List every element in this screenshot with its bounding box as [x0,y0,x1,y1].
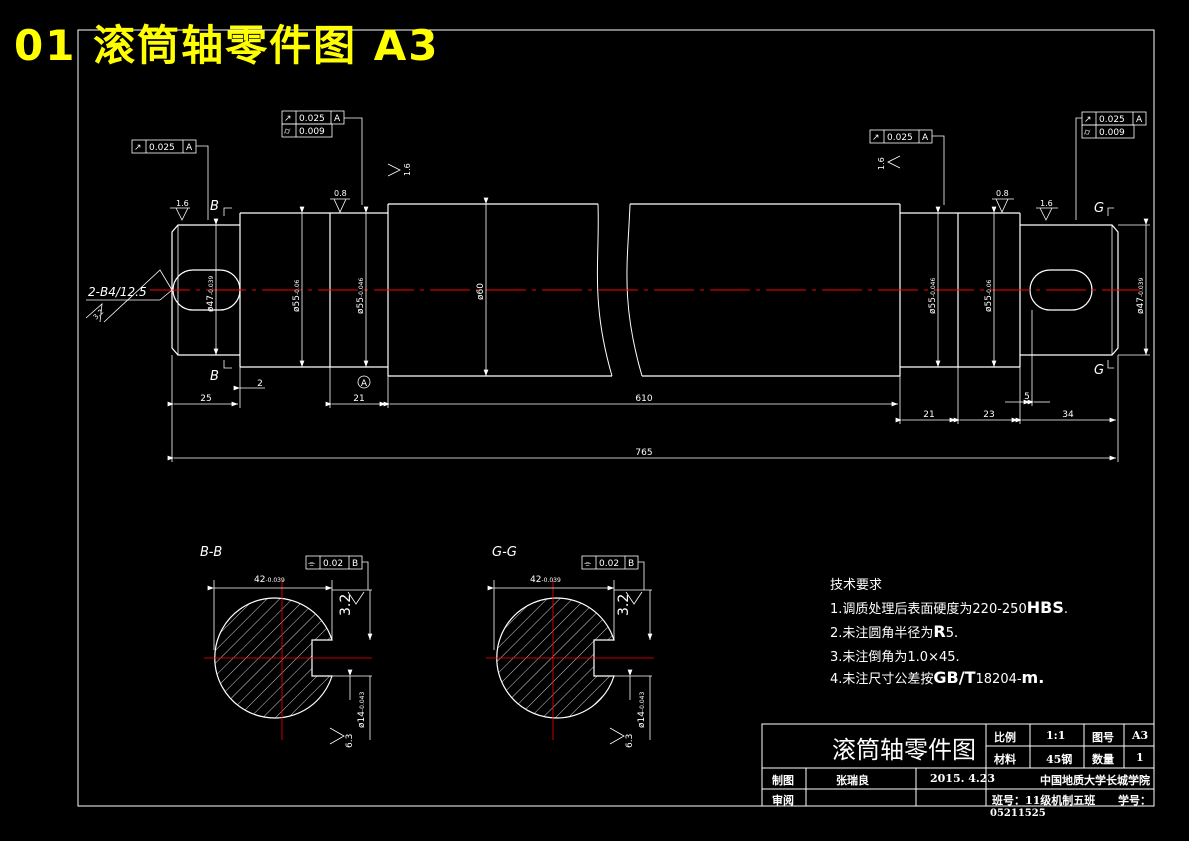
tb-scale-value: 1:1 [1046,729,1066,742]
svg-text:A: A [361,379,368,389]
tb-material-label: 材料 [994,753,1016,766]
symmetry-icon: ⌯ [584,559,592,569]
dim-34: 34 [1062,410,1074,420]
title-block [761,723,1155,807]
tb-part-name: 滚筒轴零件图 [832,736,976,764]
tb-drawn-name: 张瑞良 [836,774,869,787]
section-gg-sym-datum: B [628,559,634,569]
center-hole-label: 2-B4/12.5 [88,285,147,299]
tb-student-no-label: 学号： [1118,794,1151,807]
dim-phi47-left: ø47-0.039 [206,276,216,312]
cylindricity-icon: ⌭ [284,127,291,137]
datum-a-symbol: A [357,375,371,389]
tb-check-label: 审阅 [772,794,794,807]
roughness-1-6-left: 1.6 [176,199,189,208]
tech-req-2: 2.未注圆角半径为R5. [830,622,959,641]
section-gg-rough: 3.2 [616,594,632,616]
runout-left-datum: A [186,143,193,153]
runout-icon: ↗ [134,143,142,153]
runout-mid-left-value: 0.025 [299,114,325,124]
section-gg-key-dim: 42-0.039 [530,575,561,585]
dim-765: 765 [635,448,652,458]
tech-req-4: 4.未注尺寸公差按GB/T18204-m. [830,668,1045,687]
tb-qty-label: 数量 [1092,753,1114,766]
dim-21-left: 21 [353,394,364,404]
section-bb-dia: ø14-0.043 [357,692,367,728]
tech-req-title: 技术要求 [830,578,883,593]
section-mark-g-top: G [1094,201,1104,216]
roughness-1-6-mid-right: 1.6 [877,157,886,170]
section-mark-b-top: B [210,199,219,214]
runout-mid-left-datum: A [334,114,341,124]
tech-req-1: 1.调质处理后表面硬度为220-250HBS. [830,598,1068,617]
section-gg: G-G 42-0.039 0.02 B ⌯ 3.2 ø14-0.043 6.3 [486,545,654,748]
tb-student-no: 05211525 [990,808,1046,819]
runout-right-datum: A [1136,115,1143,125]
roughness-1-6-right: 1.6 [1040,199,1053,208]
tb-drawing-no-value: A3 [1132,729,1149,742]
section-mark-b-bottom: B [210,369,219,384]
dim-610: 610 [635,394,652,404]
center-hole-roughness: 3.2 [92,308,106,322]
runout-icon: ↗ [872,133,880,143]
dim-21-right: 21 [923,410,934,420]
runout-left-value: 0.025 [149,143,175,153]
roughness-0-8-left: 0.8 [334,189,347,198]
roughness-0-8-right: 0.8 [996,189,1009,198]
section-bb: B-B 42-0.039 0.02 B ⌯ 3.2 ø14-0.043 6.3 [200,545,373,748]
runout-icon: ↗ [1084,115,1092,125]
section-bb-sym-datum: B [352,559,358,569]
dim-phi55-c: ø55-0.046 [928,278,938,314]
roughness-1-6-mid-left: 1.6 [403,163,412,176]
section-bb-rough: 3.2 [338,594,354,616]
tb-date: 2015. 4.23 [930,772,996,785]
section-gg-sym-value: 0.02 [599,559,619,569]
page-title: 01 滚筒轴零件图 A3 [14,21,440,70]
section-mark-g-bottom: G [1094,363,1104,378]
section-bb-key-dim: 42-0.039 [254,575,285,585]
runout-icon: ↗ [284,114,292,124]
sheet-frame [77,29,1155,807]
symmetry-icon: ⌯ [308,559,316,569]
tb-qty-value: 1 [1136,751,1144,764]
cyl-mid-left-value: 0.009 [299,127,325,137]
section-gg-rough2: 6.3 [625,734,635,748]
dim-2: 2 [257,379,263,389]
cylindricity-icon: ⌭ [1084,128,1091,138]
section-gg-label: G-G [492,545,517,560]
runout-right-value: 0.025 [1099,115,1125,125]
section-bb-label: B-B [200,545,222,560]
tb-school: 中国地质大学长城学院 [1040,774,1150,787]
section-gg-dia: ø14-0.043 [637,692,647,728]
dim-phi55-b: ø55-0.046 [356,278,366,314]
tb-drawing-no-label: 图号 [1092,731,1114,744]
runout-mid-right-datum: A [922,133,929,143]
dim-23: 23 [983,410,994,420]
dim-phi55-d: ø55-0.06 [984,279,994,312]
dim-25: 25 [200,394,211,404]
dim-phi47-right: ø47-0.039 [1136,278,1146,314]
tb-class-info: 班号：11级机制五班 [992,794,1096,807]
dim-phi60: ø60 [476,283,486,300]
dim-phi55-a: ø55-0.06 [292,279,302,312]
dim-5: 5 [1024,392,1030,402]
tb-drawn-label: 制图 [772,774,794,787]
center-hole-callout [85,269,173,323]
section-bb-sym-value: 0.02 [323,559,343,569]
tb-material-value: 45钢 [1046,753,1073,766]
tb-scale-label: 比例 [994,731,1016,744]
tech-req-3: 3.未注倒角为1.0×45. [830,650,960,665]
runout-mid-right-value: 0.025 [887,133,913,143]
cyl-right-value: 0.009 [1099,128,1125,138]
section-bb-rough2: 6.3 [345,734,355,748]
